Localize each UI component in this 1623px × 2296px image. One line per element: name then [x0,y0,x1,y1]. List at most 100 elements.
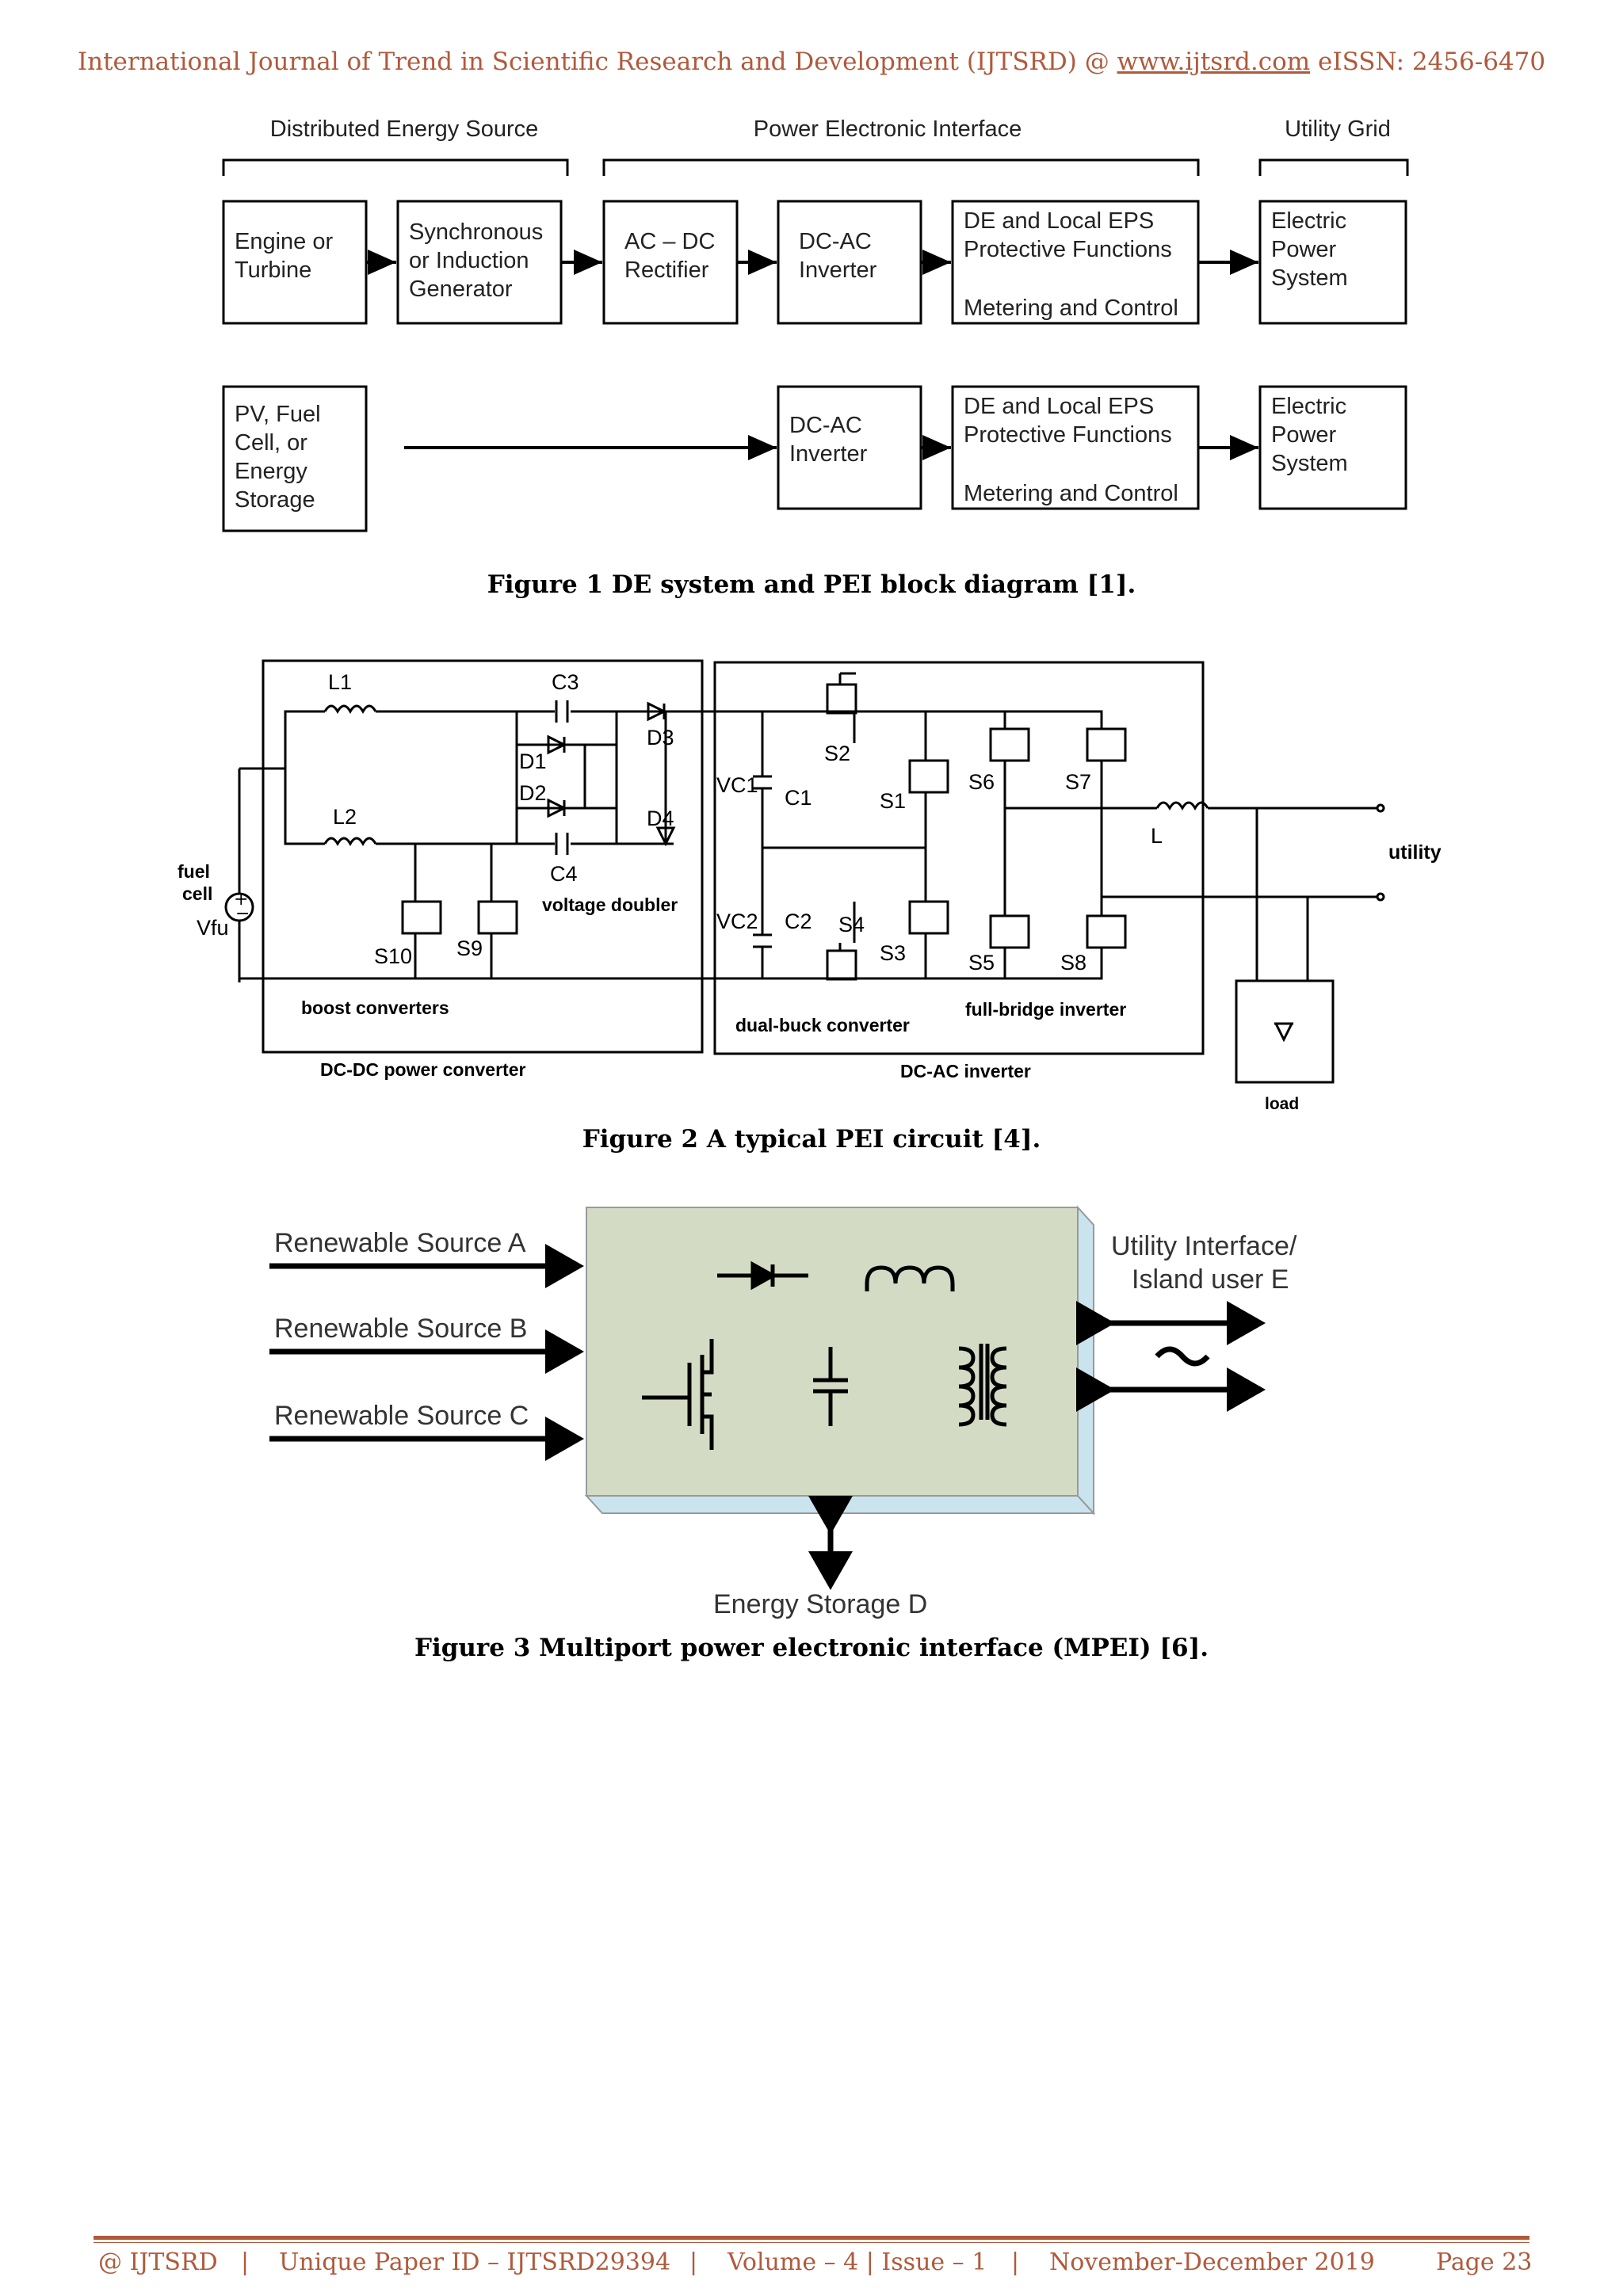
mpei-box-bottom-edge [584,1495,1096,1514]
metering-2: Metering and Control [964,481,1178,506]
switch-S5 [989,914,1030,949]
figure-3-caption: Figure 3 Multiport power electronic inte… [414,1634,1209,1662]
utility-terminal-2 [1376,892,1385,902]
switch-S6 [989,727,1030,762]
label-D2: D2 [519,781,547,805]
footer-rule [94,2236,1529,2240]
eps1-line-2: Power [1271,237,1337,262]
section-distributed: Distributed Energy Source [270,116,539,142]
protective2-line-2: Protective Functions [964,422,1172,448]
box-rectifier [602,200,739,325]
label-D3: D3 [647,726,674,749]
inverter2-line-1: DC-AC [789,413,862,438]
box-eps-1 [1258,200,1407,325]
journal-link[interactable]: www.ijtsrd.com [1117,48,1311,76]
label-S8: S8 [1060,951,1086,974]
label-D4: D4 [647,807,674,830]
switch-S9 [477,900,518,935]
figure-1-block-diagram: Distributed Energy Source Power Electron… [222,116,1409,532]
footer-page: Page 23 [1436,2248,1533,2276]
protective2-line-1: DE and Local EPS [964,394,1154,419]
eps1-line-3: System [1271,265,1348,291]
load-diode [1274,1022,1294,1043]
header-text: International Journal of Trend in Scient… [77,48,1117,76]
diode-symbol-icon [717,1261,808,1291]
label-S4: S4 [838,913,865,936]
switch-S4 [826,949,857,981]
footer-paper-id: Unique Paper ID – IJTSRD29394 [279,2248,671,2276]
inductor-L1 [323,704,377,715]
pv-line-4: Storage [235,487,315,513]
switch-S8 [1086,914,1127,949]
figure-1-caption: Figure 1 DE system and PEI block diagram… [487,570,1136,599]
label-VC2: VC2 [716,910,758,933]
pv-line-2: Cell, or [235,430,307,456]
footer-sep-3: | [1011,2248,1020,2276]
label-L: L [1151,824,1163,848]
inverter2-line-2: Inverter [789,441,868,467]
label-S3: S3 [880,941,906,965]
inductor-L [1155,801,1209,811]
inductor-L2 [323,837,377,847]
label-utility: utility [1388,841,1442,864]
switch-S10 [401,900,442,935]
label-dual-buck: dual-buck converter [735,1015,910,1035]
label-S9: S9 [456,936,483,960]
label-utility-line-2: Island user E [1132,1264,1289,1295]
generator-line-3: Generator [409,277,513,302]
eps2-line-3: System [1271,451,1348,476]
label-D1: D1 [519,749,547,773]
engine-line-2: Turbine [235,257,311,283]
diode-D2 [547,798,567,818]
bracket-distributed [222,158,569,176]
label-vfu: Vfu [197,916,229,940]
label-S6: S6 [968,770,995,794]
section-pei: Power Electronic Interface [754,116,1022,142]
pv-line-3: Energy [235,459,307,484]
footer-rule-thin [94,2242,1529,2243]
mpei-box-side-edge [1077,1205,1094,1516]
switch-S3 [908,900,949,935]
label-dcdc: DC-DC power converter [320,1059,525,1080]
box-generator [396,200,563,325]
eps2-line-1: Electric [1271,394,1346,419]
figure-3-mpei: Renewable Source A Renewable Source B Re… [269,1205,1297,1619]
dcdc-box [262,659,704,1054]
label-source-a: Renewable Source A [274,1228,526,1258]
section-utility: Utility Grid [1285,116,1391,142]
eps1-line-1: Electric [1271,208,1346,234]
inverter1-line-1: DC-AC [799,229,872,254]
footer-sep-1: | [241,2248,250,2276]
running-header: International Journal of Trend in Scient… [0,48,1623,76]
footer-volume: Volume – 4 | Issue – 1 [727,2248,987,2276]
switch-S1 [908,759,949,794]
inductor-symbol-icon [865,1265,955,1291]
eps2-line-2: Power [1271,422,1337,448]
label-dcac: DC-AC inverter [900,1061,1031,1081]
svg-text:Utility Interface/Island user: Utility Interface/Island user E [1111,1231,1297,1295]
label-fuel: fuel [178,861,210,882]
bracket-utility [1258,158,1409,176]
label-full-bridge: full-bridge inverter [965,999,1126,1020]
box-pv [222,385,368,532]
label-boost: boost converters [301,997,449,1018]
footer-sep-2: | [689,2248,698,2276]
label-cell: cell [182,883,212,904]
label-S1: S1 [880,789,906,813]
label-utility-line-1: Utility Interface/ [1111,1231,1297,1261]
svg-text:+: + [234,890,248,910]
box-protective-1 [951,200,1200,325]
label-L2: L2 [333,805,357,829]
label-S5: S5 [968,951,995,974]
svg-text:−: − [235,904,250,924]
pv-line-1: PV, Fuel [235,402,321,427]
label-L1: L1 [328,670,352,694]
